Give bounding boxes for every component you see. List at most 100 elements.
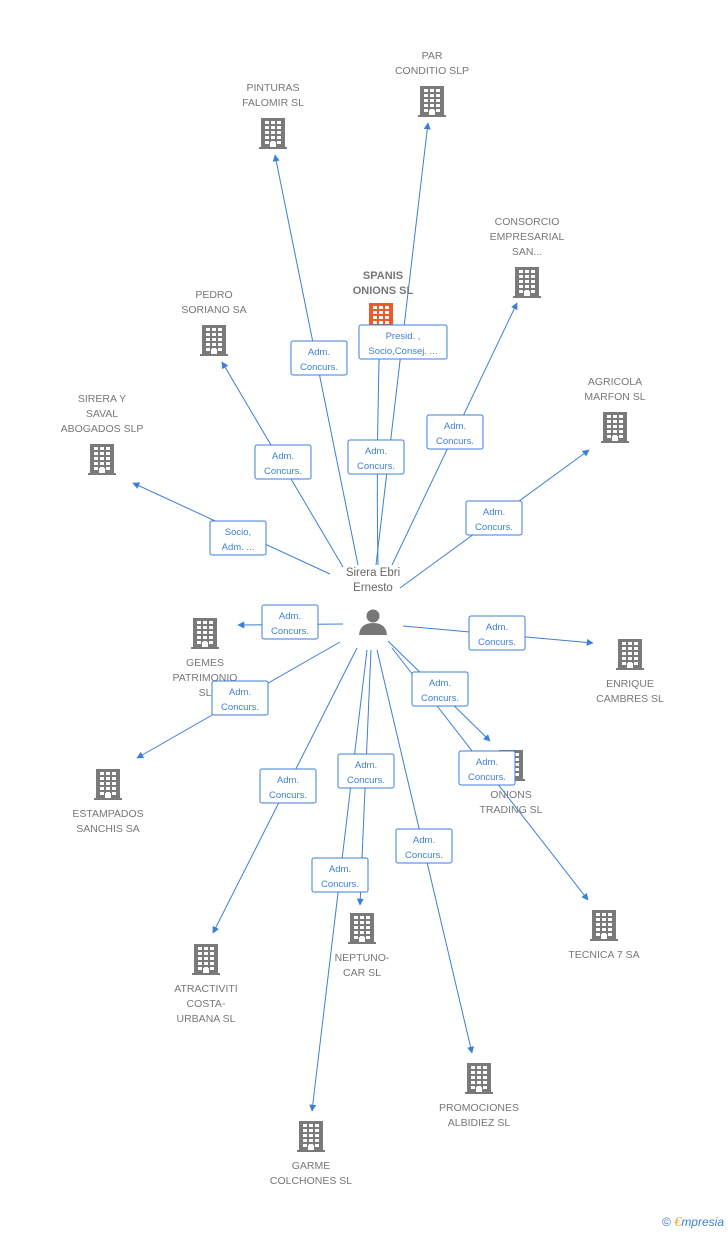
footer-brand[interactable]: © €mpresia bbox=[662, 1215, 724, 1231]
building-icon bbox=[590, 910, 618, 941]
building-icon bbox=[465, 1063, 493, 1094]
company-label-line: ALBIDIEZ SL bbox=[448, 1117, 511, 1129]
nodes-layer: PAR CONDITIO SLP PINTURAS FALOMIR SL CONSORC… bbox=[61, 50, 664, 1187]
relation-label-line: Concurs. bbox=[475, 522, 513, 533]
relation-label-line: Concurs. bbox=[221, 702, 259, 713]
relation-label-line: Concurs. bbox=[269, 790, 307, 801]
company-label-line: FALOMIR SL bbox=[242, 97, 304, 109]
relation-label-pedro[interactable]: Adm. Concurs. bbox=[254, 444, 312, 480]
relation-label-enrique[interactable]: Adm.Concurs. bbox=[468, 615, 526, 651]
company-label-line: SIRERA Y bbox=[78, 393, 126, 405]
building-icon bbox=[601, 412, 629, 443]
company-node-atractiviti[interactable]: ATRACTIVITI COSTA- URBANA SL bbox=[174, 944, 238, 1025]
company-label-line: COLCHONES SL bbox=[270, 1175, 352, 1187]
relation-label-line: Concurs. bbox=[264, 466, 302, 477]
relation-label-line: Concurs. bbox=[405, 850, 443, 861]
building-icon bbox=[513, 267, 541, 298]
company-label-line: NEPTUNO- bbox=[335, 952, 390, 964]
company-node-pedro[interactable]: PEDRO SORIANO SA bbox=[181, 289, 247, 356]
company-label-line: PINTURAS bbox=[246, 82, 299, 94]
company-label-line: CAMBRES SL bbox=[596, 693, 664, 705]
company-node-neptuno[interactable]: NEPTUNO- CAR SL bbox=[335, 913, 390, 979]
relation-label-line: Adm. bbox=[279, 611, 301, 622]
building-icon bbox=[200, 325, 228, 356]
relation-label-par[interactable]: Adm.Concurs. bbox=[347, 439, 405, 475]
relation-label-line: Adm. bbox=[444, 421, 466, 432]
company-label-line: CONSORCIO bbox=[495, 216, 560, 228]
company-label-line: ONIONS bbox=[490, 789, 531, 801]
company-node-par[interactable]: PAR CONDITIO SLP bbox=[395, 50, 469, 117]
relation-label-line: Adm. bbox=[329, 864, 351, 875]
company-label-line: GEMES bbox=[186, 657, 224, 669]
relation-label-line: Concurs. bbox=[321, 879, 359, 890]
company-label-line: TRADING SL bbox=[479, 804, 542, 816]
company-node-agricola[interactable]: AGRICOLA MARFON SL bbox=[584, 376, 646, 443]
relation-label-line: Adm. bbox=[413, 835, 435, 846]
relation-labels-layer: Adm. Concurs. Adm. Concurs. Presid. ,Socio,C… bbox=[209, 324, 526, 893]
building-icon bbox=[192, 944, 220, 975]
company-node-consorcio[interactable]: CONSORCIOEMPRESARIALSAN... bbox=[490, 216, 565, 298]
brand-initial: € bbox=[674, 1215, 682, 1230]
brand-name: mpresia bbox=[681, 1215, 724, 1229]
relation-label-line: Concurs. bbox=[468, 772, 506, 783]
relation-label-line: Adm. bbox=[229, 687, 251, 698]
company-label-line: ONIONS SL bbox=[353, 285, 414, 297]
company-label-line: CAR SL bbox=[343, 967, 381, 979]
building-icon bbox=[348, 913, 376, 944]
relation-label-garme[interactable]: Adm. Concurs. bbox=[311, 857, 369, 893]
relation-label-line: Adm. bbox=[486, 622, 508, 633]
company-node-pinturas[interactable]: PINTURAS FALOMIR SL bbox=[242, 82, 304, 149]
relation-label-line: Adm. bbox=[355, 760, 377, 771]
company-label-line: PEDRO bbox=[195, 289, 232, 301]
company-label-line: SPANIS bbox=[363, 270, 403, 282]
relation-label-promociones[interactable]: Adm. Concurs. bbox=[395, 828, 453, 864]
relation-label-line: Adm. bbox=[365, 446, 387, 457]
company-label-line: CONDITIO SLP bbox=[395, 65, 469, 77]
company-label-line: MARFON SL bbox=[584, 391, 645, 403]
relation-label-sirera[interactable]: Socio, Adm. ... bbox=[209, 520, 267, 556]
relation-label-atractiviti[interactable]: Adm.Concurs. bbox=[259, 768, 317, 804]
copyright-symbol: © bbox=[662, 1215, 671, 1229]
company-label-line: PAR bbox=[422, 50, 443, 62]
relation-label-line: Concurs. bbox=[300, 362, 338, 373]
relation-label-line: Adm. bbox=[429, 678, 451, 689]
relation-label-line: Socio, bbox=[225, 527, 251, 538]
relation-label-spanis[interactable]: Presid. ,Socio,Consej. ... bbox=[358, 324, 448, 360]
company-label-line: ATRACTIVITI bbox=[174, 983, 237, 995]
building-icon bbox=[191, 618, 219, 649]
relation-label-line: Adm. ... bbox=[222, 542, 255, 553]
relation-label-agricola[interactable]: Adm.Concurs. bbox=[465, 500, 523, 536]
company-label-line: SAVAL bbox=[86, 408, 118, 420]
company-label-line: COSTA- bbox=[187, 998, 226, 1010]
company-label-line: SORIANO SA bbox=[181, 304, 246, 316]
relation-label-line: Concurs. bbox=[421, 693, 459, 704]
relation-label-line: Adm. bbox=[272, 451, 294, 462]
relation-label-tecnica[interactable]: Adm.Concurs. bbox=[458, 750, 516, 786]
company-label-line: GARME bbox=[292, 1160, 331, 1172]
building-icon bbox=[418, 86, 446, 117]
company-label-line: SANCHIS SA bbox=[76, 823, 140, 835]
company-node-sirera[interactable]: SIRERA Y SAVAL ABOGADOS SLP bbox=[61, 393, 144, 475]
relation-label-onions[interactable]: Adm. Concurs. bbox=[411, 671, 469, 707]
building-icon bbox=[94, 769, 122, 800]
relation-label-neptuno[interactable]: Adm.Concurs. bbox=[337, 753, 395, 789]
company-node-garme[interactable]: GARME COLCHONES SL bbox=[270, 1121, 352, 1187]
relation-label-gemes[interactable]: Adm.Concurs. bbox=[261, 604, 319, 640]
company-label-line: URBANA SL bbox=[177, 1013, 236, 1025]
company-node-tecnica[interactable]: TECNICA 7 SA bbox=[568, 910, 640, 961]
relation-label-estampados[interactable]: Adm. Concurs. bbox=[211, 680, 269, 716]
relation-label-line: Concurs. bbox=[436, 436, 474, 447]
company-label-line: SL bbox=[199, 687, 212, 699]
company-label-line: ABOGADOS SLP bbox=[61, 423, 144, 435]
relation-label-pinturas[interactable]: Adm.Concurs. bbox=[290, 340, 348, 376]
company-label-line: ENRIQUE bbox=[606, 678, 654, 690]
company-node-enrique[interactable]: ENRIQUE CAMBRES SL bbox=[596, 639, 664, 705]
company-label-line: AGRICOLA bbox=[588, 376, 642, 388]
relation-label-consorcio[interactable]: Adm. Concurs. bbox=[426, 414, 484, 450]
relation-label-line: Socio,Consej. ... bbox=[368, 346, 437, 357]
building-icon bbox=[259, 118, 287, 149]
